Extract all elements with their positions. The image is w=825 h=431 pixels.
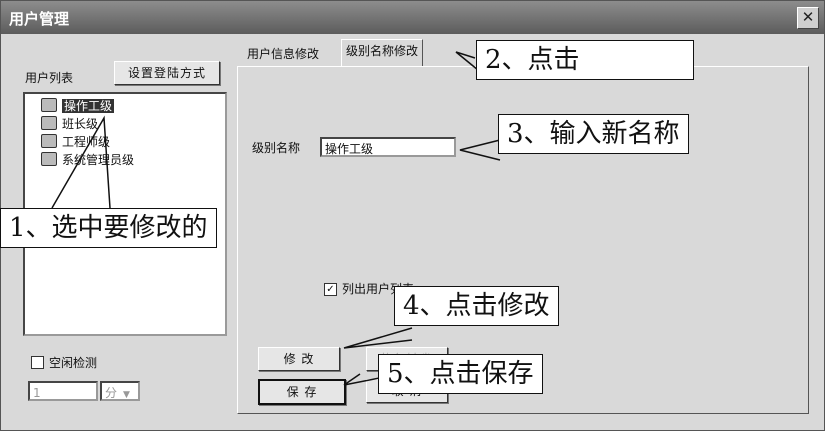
idle-value-input[interactable]: 1 [28,381,98,401]
idle-check-label: 空闲检测 [49,356,98,370]
folder-icon [41,152,57,166]
title-bar: 用户管理 ✕ [1,1,824,34]
set-login-method-button[interactable]: 设置登陆方式 [114,61,220,85]
list-users-checkbox[interactable]: ✓ [324,283,337,296]
tree-item-operator[interactable]: 操作工级 [41,98,115,114]
callout-step-1: 1、选中要修改的 [0,208,217,248]
window-title: 用户管理 [9,10,70,28]
folder-icon [41,134,57,148]
idle-check-checkbox[interactable] [31,356,44,369]
folder-icon [41,116,57,130]
save-button[interactable]: 保 存 [258,379,346,405]
tree-item-team-leader[interactable]: 班长级 [41,116,98,132]
tab-level-name[interactable]: 级别名称修改 [341,39,424,68]
close-button[interactable]: ✕ [797,7,819,29]
level-name-input[interactable]: 操作工级 [320,137,456,157]
idle-unit-select[interactable]: 分▼ [100,381,140,401]
callout-step-2: 2、点击 [476,40,694,80]
tree-item-engineer[interactable]: 工程师级 [41,134,110,150]
chevron-down-icon: ▼ [123,390,130,400]
callout-step-3: 3、输入新名称 [498,114,689,154]
user-list-label: 用户列表 [25,71,74,85]
tree-item-sysadmin[interactable]: 系统管理员级 [41,152,134,168]
level-name-label: 级别名称 [252,141,301,155]
folder-icon [41,98,57,112]
callout-step-4: 4、点击修改 [394,286,559,326]
modify-button[interactable]: 修 改 [258,347,340,371]
callout-step-5: 5、点击保存 [378,354,543,394]
tab-user-info[interactable]: 用户信息修改 [247,47,320,61]
